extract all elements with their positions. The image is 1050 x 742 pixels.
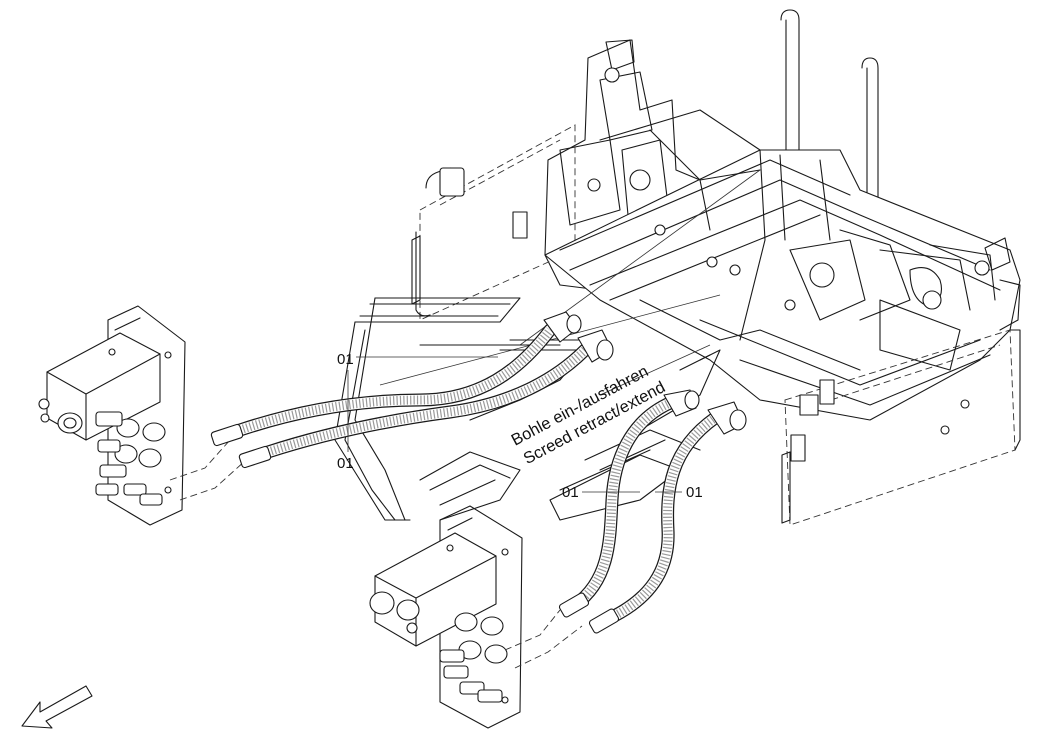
- callout-hose-upper-bottom: 01: [337, 455, 354, 472]
- control-valve-block-lower: [369, 505, 583, 729]
- screed-frame-assembly: [379, 9, 1021, 526]
- hydraulic-hose-4: [588, 401, 747, 634]
- hydraulic-hose-pair-upper: [210, 311, 614, 469]
- arrow-down-left-icon: [21, 685, 93, 729]
- part-callouts: 01 01 01 01: [337, 351, 703, 501]
- hydraulic-hose-1: [210, 311, 582, 447]
- callout-hose-upper-top: 01: [337, 351, 354, 368]
- hydraulic-hose-3: [558, 389, 700, 618]
- callout-hose-lower-right: 01: [686, 484, 703, 501]
- callout-hose-lower-left: 01: [562, 484, 579, 501]
- hydraulic-hose-2: [238, 329, 614, 469]
- control-valve-block-upper: [38, 305, 247, 526]
- hydraulic-hose-pair-lower: [558, 389, 747, 634]
